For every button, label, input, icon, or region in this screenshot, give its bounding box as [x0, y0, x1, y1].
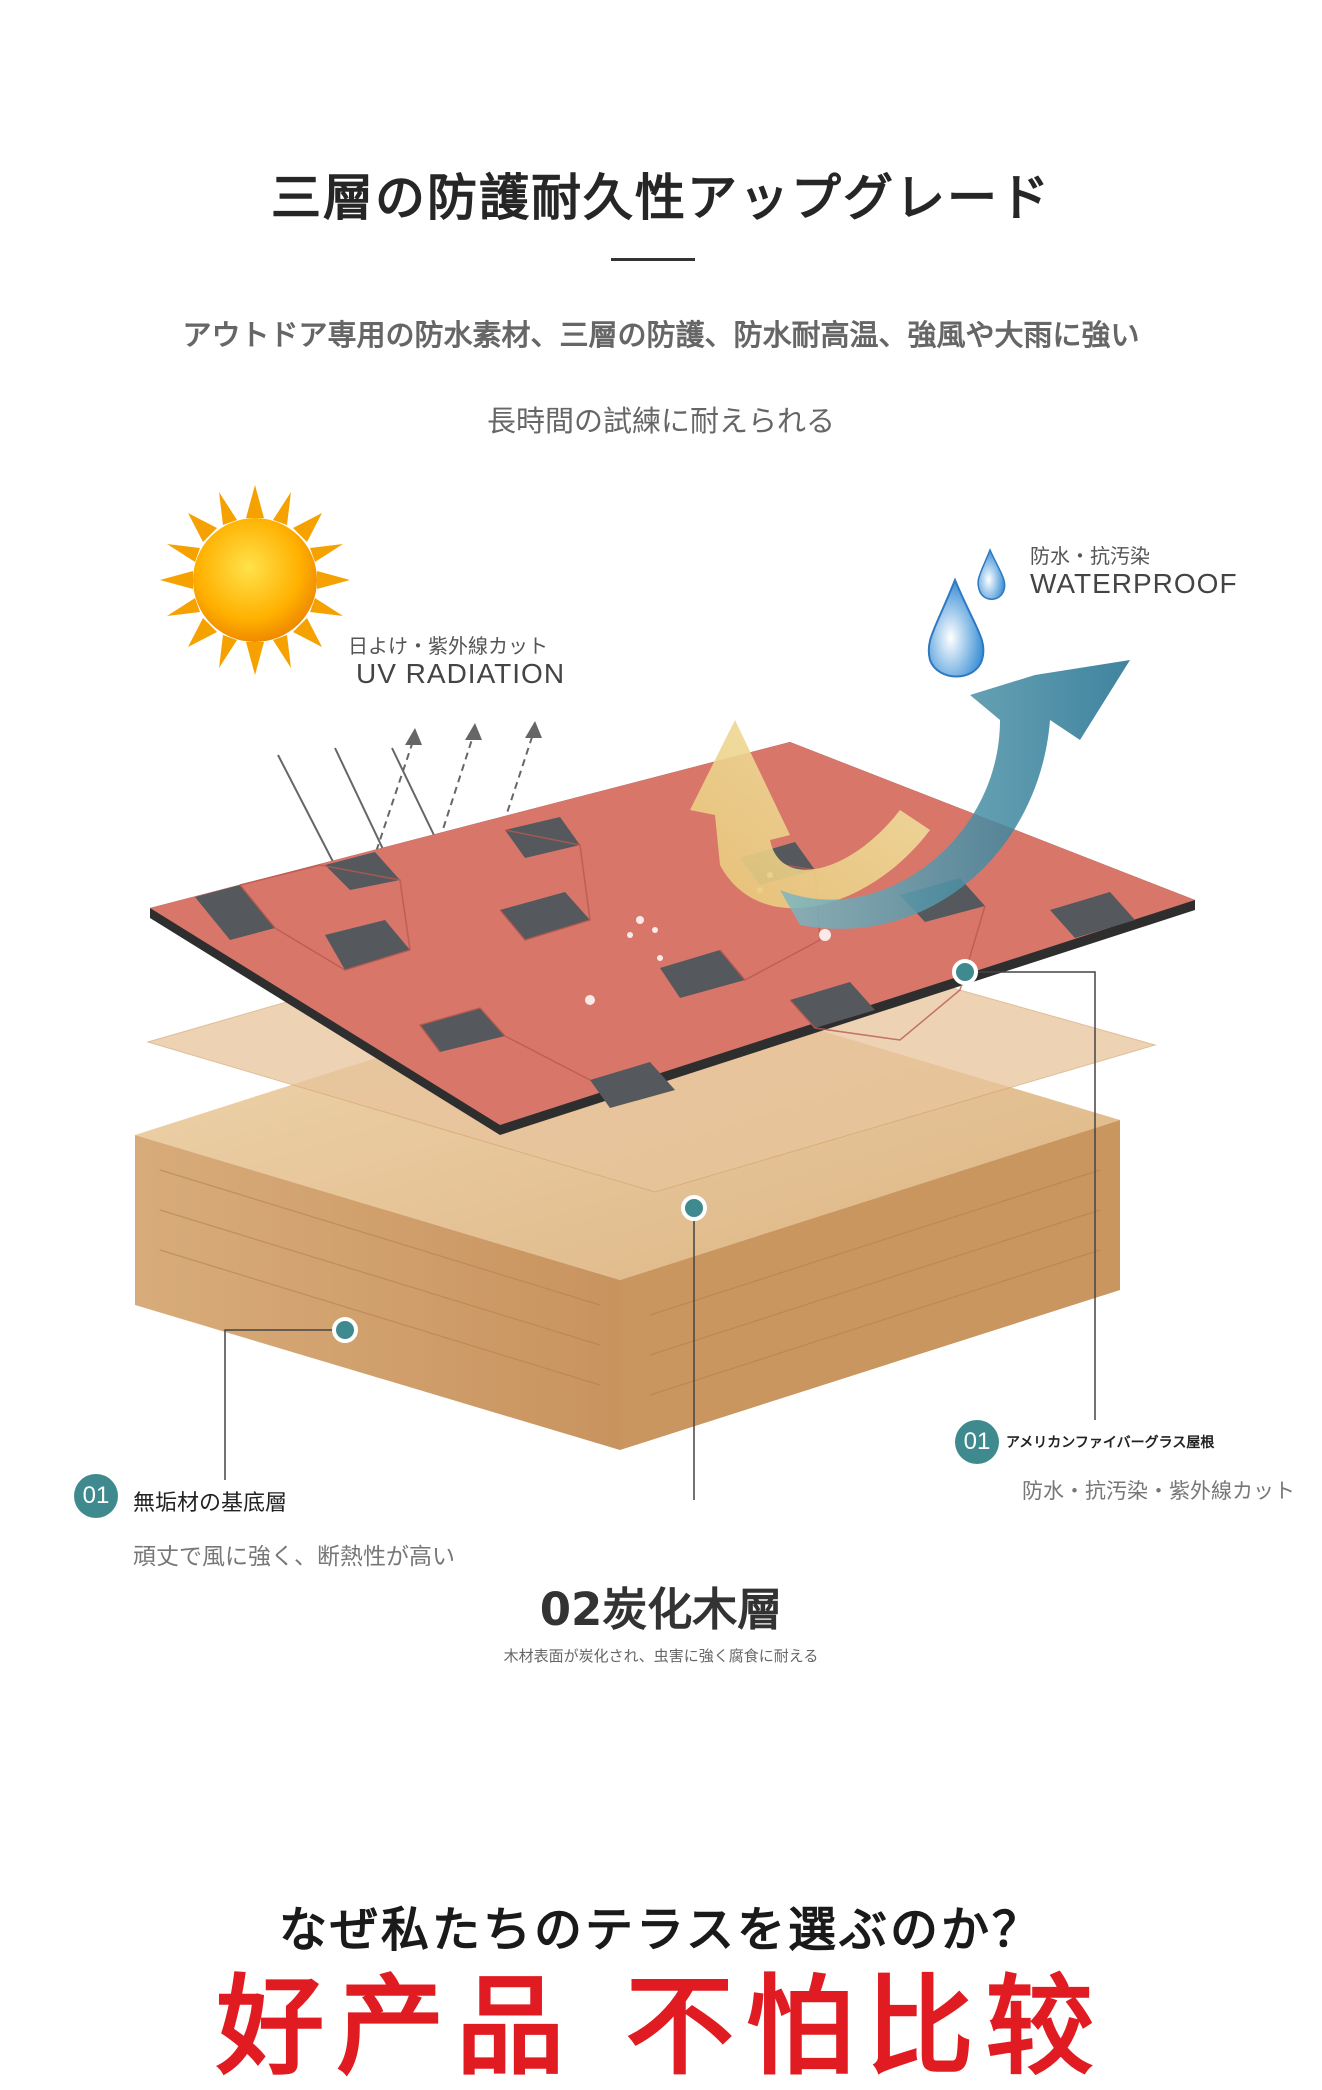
shingle-layer-desc: 防水・抗汚染・紫外線カット	[1022, 1479, 1295, 1503]
heat-reflect-arrow	[690, 720, 930, 909]
why-choose-heading: なぜ私たちのテラスを選ぶのか？	[278, 1902, 1044, 1958]
subtitle-line-1: アウトドア専用の防水素材、三層の防護、防水耐高温、強風や大雨に強い	[182, 318, 1140, 352]
slogan: 好产品 不怕比较	[216, 1965, 1106, 2090]
uv-label-jp: 日よけ・紫外線カット	[348, 634, 548, 658]
subtitle-line-2: 長時間の試練に耐えられる	[486, 404, 835, 438]
waterproof-label-en: WATERPROOF	[1030, 568, 1238, 599]
waterproof-wave	[780, 660, 1130, 929]
base-layer-desc: 頑丈で風に強く、断熱性が高い	[133, 1544, 455, 1570]
marker-dot	[332, 1317, 358, 1343]
sun-icon	[160, 485, 350, 675]
marker-dot	[952, 959, 978, 985]
water-drop-icon	[927, 548, 1006, 678]
page-title: 三層の防護耐久性アップグレード	[271, 169, 1051, 227]
carbonized-layer-desc: 木材表面が炭化され、虫害に強く腐食に耐える	[503, 1647, 819, 1665]
carbonized-layer-name: 02炭化木層	[539, 1583, 783, 1636]
title-divider	[611, 258, 695, 261]
layer-badge: 01	[74, 1474, 118, 1518]
uv-rays	[277, 721, 542, 886]
uv-label-en: UV RADIATION	[356, 658, 566, 689]
waterproof-label-jp: 防水・抗汚染	[1030, 544, 1150, 568]
layer-diagram	[135, 485, 1195, 1500]
layer-badge: 01	[955, 1420, 999, 1464]
marker-dot	[681, 1195, 707, 1221]
shingle-layer-name: アメリカンファイバーグラス屋根	[1006, 1435, 1215, 1451]
base-layer-name: 無垢材の基底層	[133, 1491, 288, 1516]
